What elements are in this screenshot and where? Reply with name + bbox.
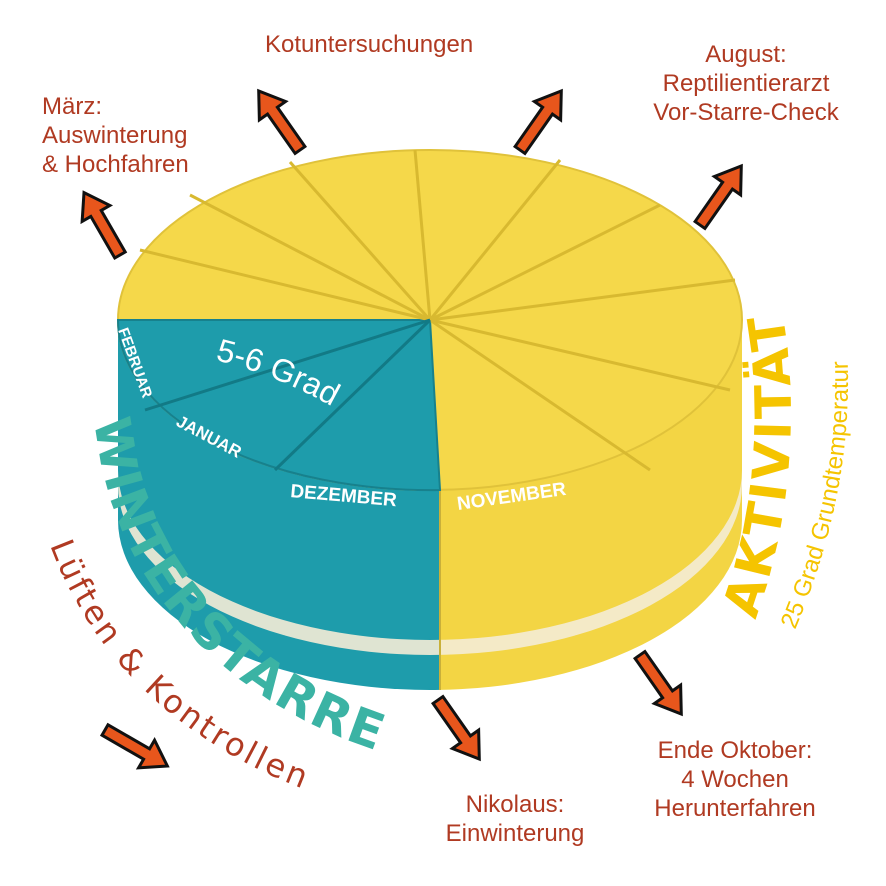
arrow-icon	[99, 722, 170, 770]
arrow-icon	[632, 649, 683, 717]
label-october: Ende Oktober: 4 Wochen Herunterfahren	[630, 736, 840, 823]
label-line: Vor-Starre-Check	[653, 99, 839, 126]
label-line: Nikolaus:	[465, 791, 565, 818]
label-august: August: Reptilientierarzt Vor-Starre-Che…	[636, 40, 856, 127]
arrow-icon	[692, 163, 743, 231]
arrow-icon	[80, 190, 128, 261]
arrows	[80, 88, 743, 770]
label-line: Auswinterung	[42, 122, 188, 149]
label-line: & Hochfahren	[42, 151, 189, 178]
label-nikolaus: Nikolaus: Einwinterung	[420, 790, 610, 848]
arrow-icon	[257, 88, 308, 156]
label-line: 4 Wochen	[681, 766, 789, 793]
cake-top	[116, 149, 743, 492]
arrow-icon	[430, 694, 481, 762]
label-line: Ende Oktober:	[657, 737, 813, 764]
label-line: Herunterfahren	[654, 795, 816, 822]
label-line: Reptilientierarzt	[662, 70, 830, 97]
label-line: März:	[42, 93, 102, 120]
winter-wedges	[116, 319, 442, 492]
label-line: Einwinterung	[445, 820, 585, 847]
arrow-icon	[512, 88, 563, 156]
label-march: März: Auswinterung & Hochfahren	[42, 92, 189, 179]
label-line: August:	[705, 41, 787, 68]
label-kotuntersuchungen: Kotuntersuchungen	[265, 31, 474, 58]
